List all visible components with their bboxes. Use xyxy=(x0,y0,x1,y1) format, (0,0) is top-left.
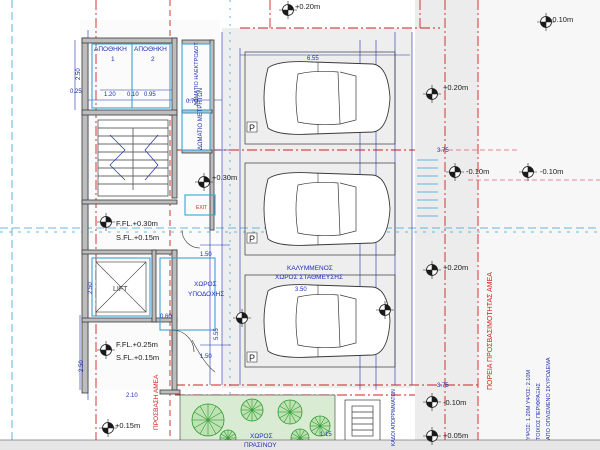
level-marker-3 xyxy=(446,163,464,181)
dim-1: 2.50 xyxy=(76,68,82,80)
rotated-notes: ΠΟΡΕΙΑ ΠΡΟΣΒΑΣΙΜΟΤΗΤΑΣ ΑΜΕΑ ΠΡΟΣΒΑΣΗ ΑΜΕ… xyxy=(153,272,552,446)
level-marker-13 xyxy=(233,309,251,327)
parking-marker-group: P P P xyxy=(246,121,258,363)
level-bottom-left: +0.15m xyxy=(115,421,140,430)
reception-label-1: ΧΩΡΟΣ xyxy=(194,281,217,288)
level-labels: +0.20m +0.20m -0.10m -0.10m +0.20m -0.10… xyxy=(115,2,573,440)
left-building-strip xyxy=(80,20,220,390)
lift-label: LIFT xyxy=(113,286,128,293)
dim-13: 2.50 xyxy=(79,360,85,372)
parking-label-2: ΧΩΡΟΣ ΣΤΑΘΜΕΥΣΗΣ xyxy=(275,274,343,281)
parking-label-1: ΚΑΛΥΜΜΕΝΟΣ xyxy=(287,265,333,272)
building-walls xyxy=(81,37,215,395)
level-markers xyxy=(97,1,555,445)
tree-3 xyxy=(277,399,303,425)
storage-1-number: 1 xyxy=(111,56,115,63)
parking-marker-2: P xyxy=(249,234,255,244)
room-labels: ΑΠΟΘΗΚΗ 1 ΑΠΟΘΗΚΗ 2 ΔΩΜΑΤΙΟ ΗΛΕΚΤΡΟΔΟΤ. … xyxy=(94,41,343,449)
level-right-6: +0.05m xyxy=(443,431,468,440)
storage-2-number: 2 xyxy=(151,56,155,63)
dim-18: 1.15 xyxy=(320,432,332,438)
tree-2 xyxy=(240,398,264,422)
meter-room-label: ΔΩΜΑΤΙΟ ΜΕΤΡΗΤΩΝ xyxy=(198,88,204,150)
dim-8: 2.50 xyxy=(88,282,94,294)
dim-11: 3.50 xyxy=(295,287,307,293)
parking-marker-3: P xyxy=(249,353,255,363)
level-top: +0.20m xyxy=(295,2,320,11)
storage-1-label: ΑΠΟΘΗΚΗ xyxy=(94,46,127,53)
meter-room-top-label: ΔΩΜΑΤΙΟ ΗΛΕΚΤΡΟΔΟΤ. xyxy=(194,41,200,106)
level-sfl-2: S.FL.+0.15m xyxy=(116,353,159,362)
fence-note-2: ΥΨΟΣ: 1.20Μ ΥΨΟΣ: 2.10Μ xyxy=(526,370,532,440)
storage-2-label: ΑΠΟΘΗΚΗ xyxy=(134,46,167,53)
bin-enclosure xyxy=(344,399,381,443)
ramp-hatching xyxy=(417,159,438,217)
interior-partitions xyxy=(91,43,216,331)
dim-10: 1.50 xyxy=(200,354,212,360)
sidewalk-bottom xyxy=(0,440,600,450)
dim-15: 3.75 xyxy=(437,383,449,389)
level-right-3: -0.10m xyxy=(540,167,563,176)
garden-label-2: ΠΡΑΣΙΝΟΥ xyxy=(244,442,277,449)
level-marker-5 xyxy=(423,261,441,279)
level-ffl-1: F.FL.+0.30m xyxy=(116,219,158,228)
dim-14: 3.75 xyxy=(437,148,449,154)
ramp-route-label: ΠΟΡΕΙΑ ΠΡΟΣΒΑΣΙΜΟΤΗΤΑΣ ΑΜΕΑ xyxy=(487,272,494,390)
level-marker-7 xyxy=(423,427,441,445)
dim-9: 1.50 xyxy=(200,252,212,258)
tree-1 xyxy=(191,403,225,437)
level-marker-6 xyxy=(423,393,441,411)
level-right-5: -0.10m xyxy=(443,398,466,407)
level-marker-10 xyxy=(97,341,115,359)
level-marker-4 xyxy=(519,163,537,181)
car-2 xyxy=(263,172,391,246)
level-marker-9 xyxy=(97,213,115,231)
ramp-zone xyxy=(415,0,478,450)
level-right-2: -0.10m xyxy=(466,167,489,176)
street-pavement-right xyxy=(478,0,600,450)
dim-16: 2.10 xyxy=(126,393,138,399)
level-marker-2 xyxy=(423,85,441,103)
dimension-labels: 2.50 1.20 0.10 0.95 0.25 0.70 6.55 2.50 … xyxy=(70,56,449,438)
level-marker-12 xyxy=(537,13,555,31)
exit-sign-label: EXIT xyxy=(196,205,207,211)
level-bottom-right: +0.10m xyxy=(548,15,573,24)
tree-4 xyxy=(309,415,331,437)
staircase xyxy=(97,119,169,197)
bin-note: ΚΑΔΟΙ ΑΠΟΡΡΙΜΜΑΤΩΝ xyxy=(391,389,397,446)
fence-note-3: ΑΠΟ ΟΠΛΙΣΜΕΝΟ ΣΚΥΡΟΔΕΜΑ xyxy=(546,357,552,440)
dim-12: 5.55 xyxy=(214,328,220,340)
level-marker-1 xyxy=(279,1,297,19)
reception-label-2: ΥΠΟΔΟΧΗΣ xyxy=(188,291,224,298)
level-right-4: +0.20m xyxy=(443,263,468,272)
level-right-1: +0.20m xyxy=(443,83,468,92)
ramp-route-label-left: ΠΡΟΣΒΑΣΗ ΑΜΕΑ xyxy=(153,374,160,430)
dim-17: 0.60 xyxy=(160,314,172,320)
level-ffl-2: F.FL.+0.25m xyxy=(116,340,158,349)
car-1 xyxy=(263,61,391,135)
door-swings xyxy=(171,229,216,373)
level-mid-left: +0.30m xyxy=(212,173,237,182)
dim-4: 0.95 xyxy=(144,92,156,98)
parking-marker-1: P xyxy=(249,123,255,133)
dim-6: 0.70 xyxy=(186,99,198,105)
car-3 xyxy=(263,284,391,358)
parking-cars xyxy=(263,61,391,358)
dim-3: 0.10 xyxy=(127,92,139,98)
level-marker-11 xyxy=(99,419,117,437)
lift-shaft xyxy=(95,261,147,313)
level-sfl-1: S.FL.+0.15m xyxy=(116,233,159,242)
level-marker-8 xyxy=(195,173,213,191)
garden-label-1: ΧΩΡΟΣ xyxy=(250,433,273,440)
dim-5: 0.25 xyxy=(70,89,82,95)
garden-trees xyxy=(191,398,331,448)
dim-7: 6.55 xyxy=(307,56,319,62)
dim-2: 1.20 xyxy=(104,92,116,98)
fence-note-1: ΤΟΙΧΟΣ ΠΕΡΙΦΡΑΞΗΣ xyxy=(536,382,542,440)
level-marker-14 xyxy=(376,301,394,319)
